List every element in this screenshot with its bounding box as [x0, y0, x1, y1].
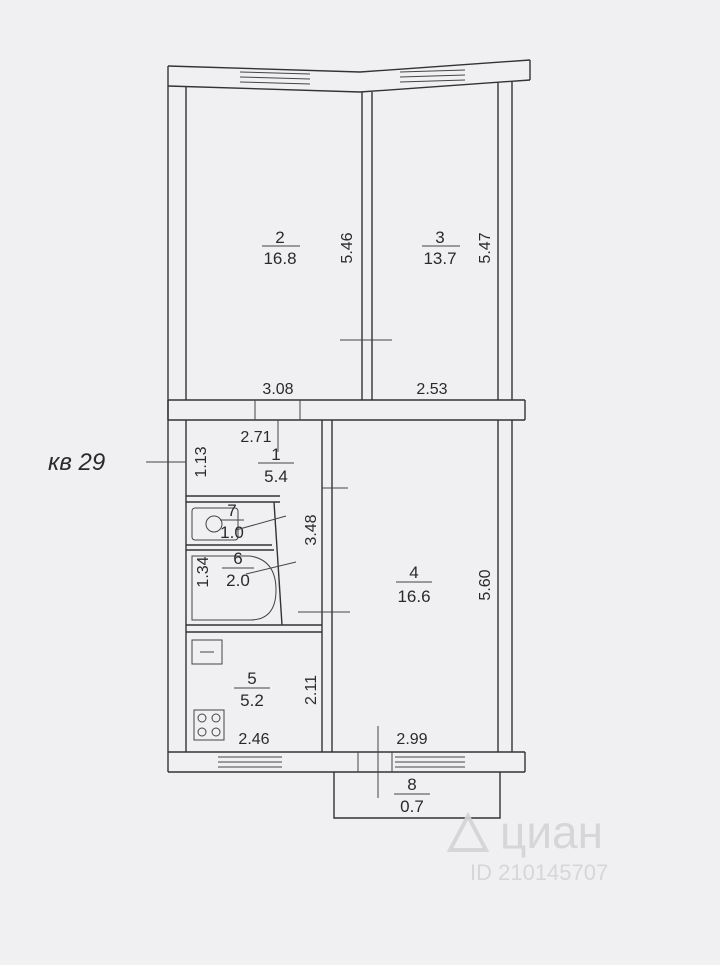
room-area: 16.8	[263, 249, 296, 268]
room-area: 1.0	[220, 523, 244, 542]
dimension-label: 5.60	[477, 569, 494, 600]
watermark-brand: циан	[500, 806, 603, 858]
room-number: 4	[409, 563, 418, 582]
room-7: 7 1.0	[220, 501, 287, 542]
stove-fixture	[193, 709, 225, 741]
exterior-walls	[167, 59, 531, 819]
room-number: 2	[275, 228, 284, 247]
room-3: 3 13.7	[422, 228, 460, 268]
apartment-label: кв 29	[48, 449, 105, 476]
balcony	[333, 772, 501, 819]
watermark-id: ID 210145707	[470, 860, 608, 885]
dimension-label: 2.46	[238, 731, 269, 748]
room-2: 2 16.8	[262, 228, 300, 268]
room-number: 6	[233, 549, 242, 568]
room-area: 5.4	[264, 467, 288, 486]
dimension-label: 2.11	[303, 675, 320, 705]
room-area: 13.7	[423, 249, 456, 268]
room-number: 8	[407, 775, 416, 794]
dimension-label: 1.13	[193, 446, 210, 477]
interior-walls	[186, 92, 392, 752]
window-room-4	[395, 756, 465, 768]
dimension-label: 3.08	[262, 381, 293, 398]
room-area: 2.0	[226, 571, 250, 590]
dimension-label: 1.34	[195, 556, 212, 587]
dimension-label: 2.71	[240, 429, 271, 446]
room-6: 6 2.0	[222, 549, 297, 590]
dimension-label: 2.99	[396, 731, 427, 748]
dimension-label: 5.47	[477, 232, 494, 263]
watermark-logo-icon	[446, 811, 490, 852]
dimension-label: 5.46	[339, 232, 356, 263]
room-number: 7	[227, 501, 236, 520]
room-area: 16.6	[397, 587, 430, 606]
kitchen-sink-fixture	[191, 639, 223, 665]
room-1: 1 5.4	[258, 445, 294, 486]
bathtub-fixture	[191, 555, 277, 621]
room-8-balcony: 8 0.7	[394, 775, 430, 816]
dimension-label: 2.53	[416, 381, 447, 398]
room-4: 4 16.6	[396, 563, 432, 606]
room-number: 3	[435, 228, 444, 247]
room-area: 5.2	[240, 691, 264, 710]
room-5: 5 5.2	[234, 669, 270, 710]
window-room-2	[239, 71, 311, 85]
cian-watermark: циан ID 210145707	[446, 806, 608, 885]
dimensions: 5.46 5.47 3.08 2.53 2.71 1.13 3.48 1.34 …	[193, 232, 494, 748]
toilet-fixture	[191, 507, 239, 541]
room-number: 1	[271, 445, 280, 464]
dimension-label: 3.48	[303, 514, 320, 545]
room-number: 5	[247, 669, 256, 688]
window-room-3	[399, 69, 466, 83]
window-kitchen	[218, 756, 282, 768]
room-area: 0.7	[400, 797, 424, 816]
